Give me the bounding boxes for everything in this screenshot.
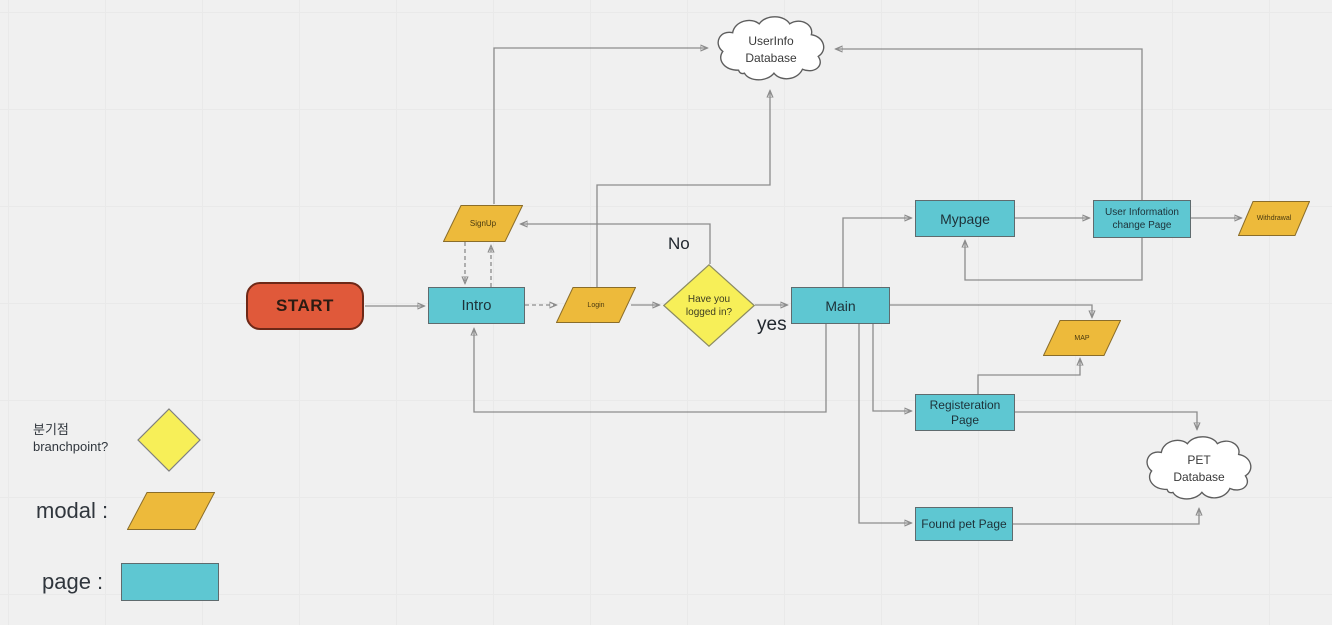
node-label: Main [825,297,856,314]
connector-signup-userinfodb [493,48,707,204]
node-start[interactable]: START [246,282,364,330]
node-label: MAP [1074,334,1090,342]
parallelogram-icon [1043,320,1121,356]
node-label: PET Database [1173,453,1225,484]
edge-label-no: No [668,234,690,253]
parallelogram-icon [1238,201,1310,236]
legend-modal-shape[interactable] [127,492,215,530]
connector-userinfochange-mypage [965,238,1143,281]
node-registration-page[interactable]: Registeration Page [915,394,1015,431]
edge-label-yes: yes [757,314,787,335]
node-found-pet-page[interactable]: Found pet Page [915,507,1013,541]
legend-modal-label: modal : [36,498,109,523]
connector-registration-petdb [1015,411,1197,429]
legend-branchpoint-shape[interactable] [137,408,201,472]
connector-main-mypage [842,218,911,287]
node-login[interactable]: Login [556,287,636,323]
node-label: Have you logged in? [685,293,733,318]
node-map[interactable]: MAP [1043,320,1121,356]
node-signup[interactable]: SignUp [443,205,523,242]
node-label: SignUp [469,219,497,228]
node-userinfo-database[interactable]: UserInfo Database [712,13,830,86]
connector-main-registration [872,324,911,411]
node-label: START [276,296,334,315]
connector-userinfochange-userinfodb [836,49,1143,200]
parallelogram-icon [127,492,215,530]
cloud-icon [717,16,825,81]
node-withdrawal[interactable]: Withdrawal [1238,201,1310,236]
node-pet-database[interactable]: PET Database [1141,433,1257,505]
node-label: Mypage [940,210,990,227]
diamond-icon [137,408,201,472]
node-label: Intro [461,297,492,314]
legend-page-label: page : [42,569,104,594]
parallelogram-icon [443,205,523,242]
node-decision-logged-in[interactable]: Have you logged in? [663,264,755,347]
node-main[interactable]: Main [791,287,890,324]
connector-decision-signup-no [521,224,711,264]
legend-page-shape[interactable] [121,563,219,601]
node-label: UserInfo Database [745,33,797,65]
node-label: Withdrawal [1256,215,1292,222]
node-label: Login [587,301,605,309]
diamond-icon [663,264,755,347]
connector-main-map [890,304,1092,317]
connector-main-foundpet [858,324,911,523]
legend-branchpoint-label-ko: 분기점 [33,422,69,437]
node-user-information-change-page[interactable]: User Information change Page [1093,200,1191,238]
connector-login-userinfodb [596,91,770,288]
parallelogram-icon [556,287,636,323]
node-label: User Information change Page [1105,206,1179,232]
node-label: Found pet Page [921,517,1007,531]
node-mypage[interactable]: Mypage [915,200,1015,237]
cloud-icon [1146,436,1252,500]
connector-foundpet-petdb [1013,509,1199,525]
connector-main-intro-loop [474,324,827,413]
node-intro[interactable]: Intro [428,287,525,324]
connector-registration-map [977,359,1080,394]
node-label: Registeration Page [929,398,1001,427]
legend-branchpoint-label-en: branchpoint? [33,439,109,454]
